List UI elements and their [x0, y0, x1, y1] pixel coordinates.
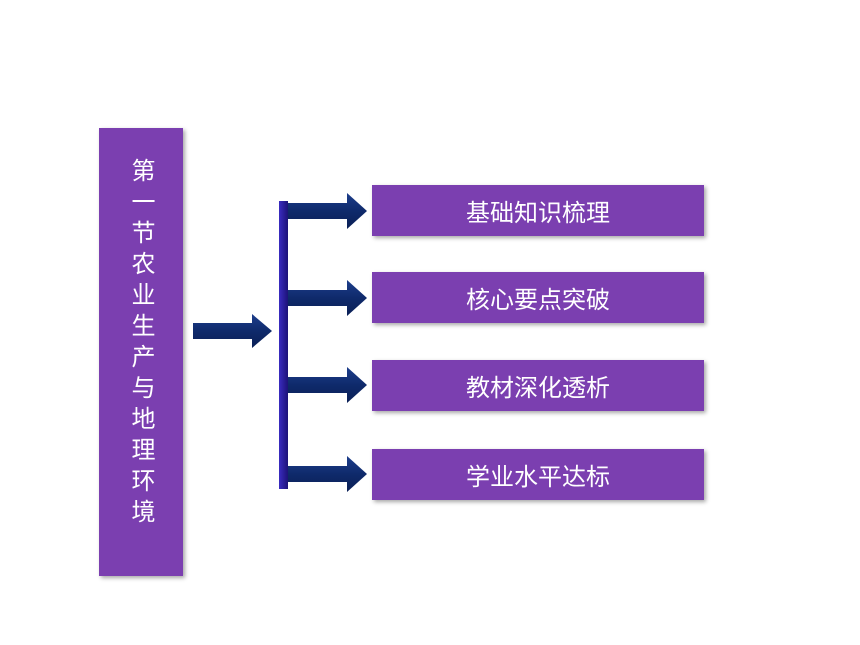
topic-basic-knowledge[interactable]: 基础知识梳理	[372, 185, 704, 236]
branch-arrow-icon	[288, 456, 367, 492]
topic-label: 基础知识梳理	[466, 199, 610, 227]
chapter-title: 第一节农业生产与地理环境	[127, 158, 155, 530]
topic-label: 核心要点突破	[466, 286, 610, 314]
topic-proficiency-test[interactable]: 学业水平达标	[372, 449, 704, 500]
branch-arrow-icon	[288, 367, 367, 403]
branch-arrow-icon	[288, 280, 367, 316]
topic-label: 学业水平达标	[466, 463, 610, 491]
topic-label: 教材深化透析	[466, 374, 610, 402]
branch-arrow-icon	[288, 193, 367, 229]
topic-key-points[interactable]: 核心要点突破	[372, 272, 704, 323]
topic-textbook-analysis[interactable]: 教材深化透析	[372, 360, 704, 411]
chapter-title-box: 第一节农业生产与地理环境	[99, 128, 183, 576]
main-arrow-icon	[193, 314, 272, 348]
bracket-bar	[279, 201, 288, 489]
